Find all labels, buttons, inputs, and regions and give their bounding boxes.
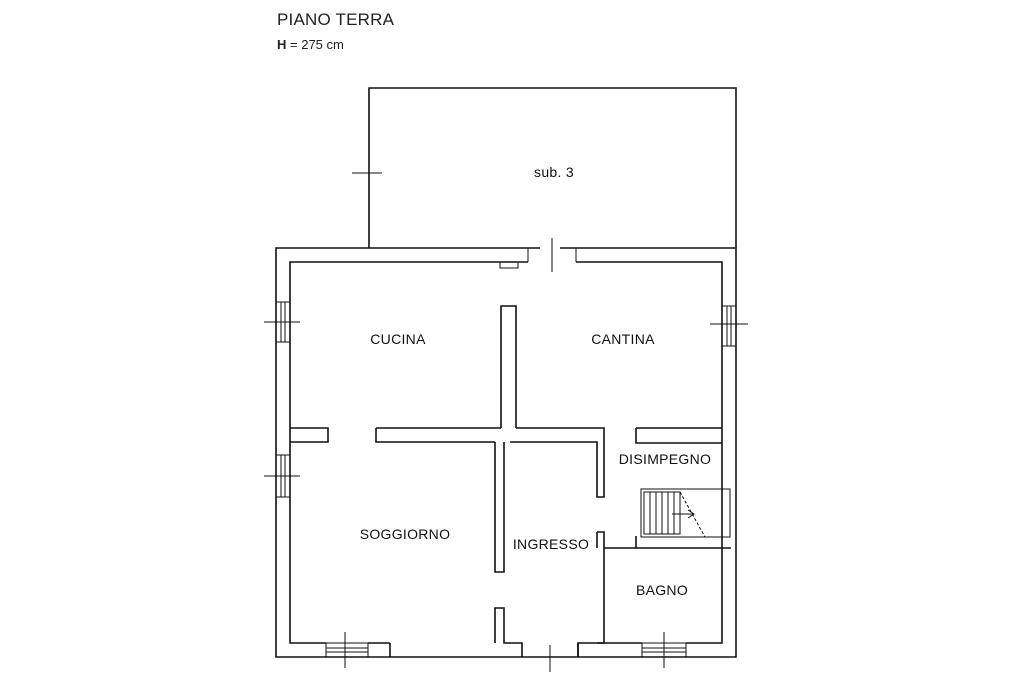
ceiling-height: H = 275 cm bbox=[277, 37, 344, 52]
room-label-disimpegno: DISIMPEGNO bbox=[619, 451, 711, 467]
annex-sub3-walls bbox=[352, 87, 737, 248]
room-label-sub3: sub. 3 bbox=[534, 164, 574, 180]
interior-walls bbox=[290, 305, 731, 657]
room-label-cucina: CUCINA bbox=[370, 331, 426, 347]
room-label-cantina: CANTINA bbox=[591, 331, 655, 347]
plan-title: PIANO TERRA bbox=[277, 10, 395, 29]
height-value: = 275 cm bbox=[290, 37, 344, 52]
room-label-ingresso: INGRESSO bbox=[513, 536, 589, 552]
room-label-soggiorno: SOGGIORNO bbox=[360, 526, 451, 542]
staircase bbox=[640, 488, 731, 538]
room-label-bagno: BAGNO bbox=[636, 582, 688, 598]
windows bbox=[264, 301, 748, 672]
height-prefix: H bbox=[277, 37, 287, 52]
